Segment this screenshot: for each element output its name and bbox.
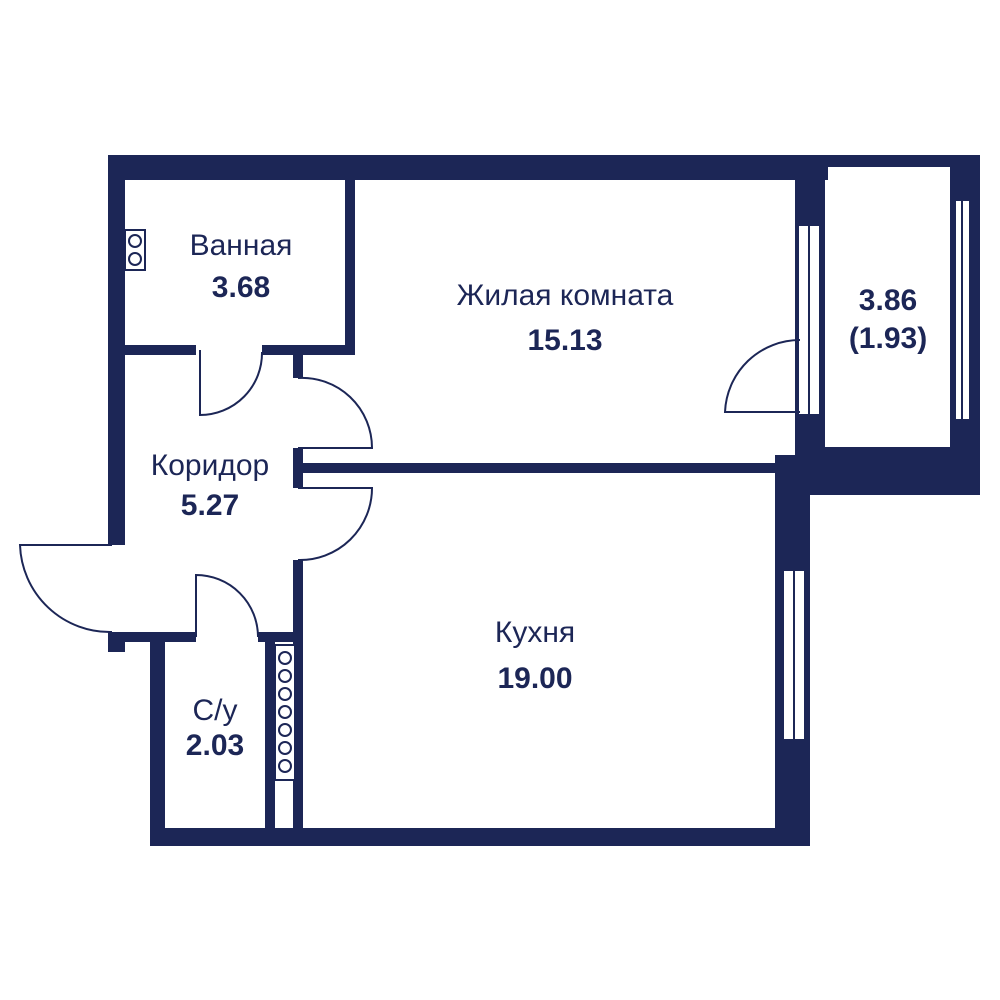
balcony-wall-bottom — [810, 447, 980, 495]
kitchen-area: 19.00 — [497, 662, 572, 695]
balcony-wall-top — [825, 155, 980, 167]
living-door-swing — [297, 376, 374, 449]
fixtures — [124, 229, 296, 781]
living-name: Жилая комната — [457, 279, 674, 312]
bath-wall-bottom-left — [118, 345, 196, 355]
bathroom-door-swing — [199, 350, 264, 417]
wc-shaft-wall — [265, 640, 275, 835]
outer-wall-wc-left — [150, 632, 165, 846]
corridor-wall-lower — [293, 560, 303, 640]
bath-wall-bottom-right — [262, 345, 355, 355]
labels: Ванная 3.68 Жилая комната 15.13 3.86 (1.… — [151, 229, 927, 762]
bathroom-name: Ванная — [190, 229, 293, 262]
wc-door-swing — [195, 573, 259, 638]
corridor-area: 5.27 — [181, 489, 239, 522]
wc-wall-top-right — [258, 632, 303, 642]
corridor-wall-upper — [293, 352, 303, 378]
living-kitchen-wall — [293, 463, 783, 473]
balcony-area-reduced: (1.93) — [849, 322, 927, 355]
kitchen-door-swing — [297, 487, 374, 562]
wc-name: С/у — [193, 694, 238, 727]
doors — [18, 338, 801, 638]
outer-wall-bottom — [150, 828, 810, 846]
corridor-wall-mid — [293, 448, 303, 488]
corridor-name: Коридор — [151, 449, 269, 482]
wc-wall-top-left — [118, 632, 196, 642]
balcony-area: 3.86 — [859, 284, 917, 317]
wc-wall-right — [293, 632, 303, 842]
entrance-door-swing — [18, 544, 113, 634]
bath-wall-right — [345, 170, 355, 355]
bathroom-area: 3.68 — [212, 271, 270, 304]
living-area: 15.13 — [527, 324, 602, 357]
wc-area: 2.03 — [186, 729, 244, 762]
windows — [782, 199, 971, 741]
balcony-door-swing — [723, 338, 801, 413]
outer-wall-left-upper — [108, 155, 125, 545]
kitchen-name: Кухня — [495, 616, 575, 649]
outer-wall-top — [108, 155, 828, 180]
